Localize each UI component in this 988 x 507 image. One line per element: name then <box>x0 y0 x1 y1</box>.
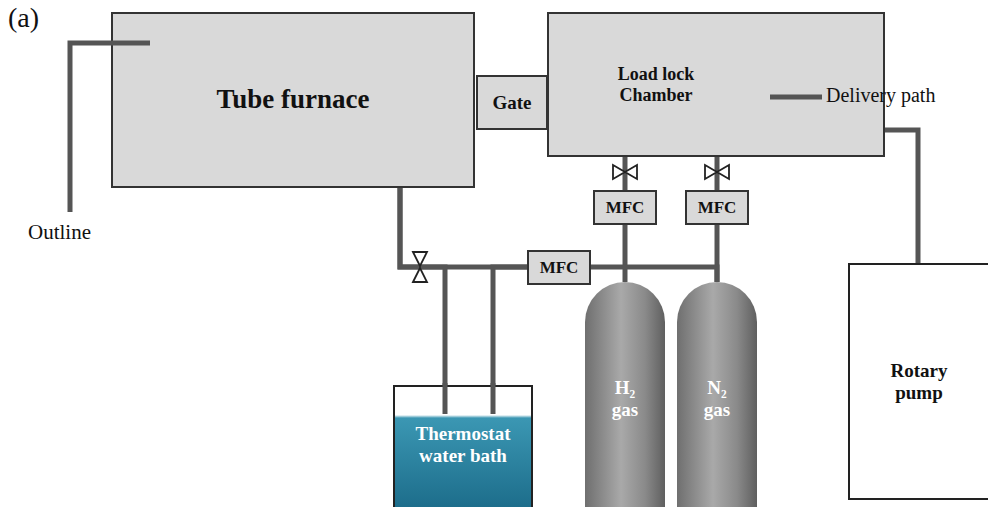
node-label: H₂ gas <box>600 377 650 421</box>
pump-box: Rotary pump <box>848 263 988 500</box>
panel-label: (a) <box>8 2 39 34</box>
node-label: Tube furnace <box>217 84 370 115</box>
delivery-label: Delivery path <box>826 84 935 107</box>
mfc-box: MFC <box>527 250 591 285</box>
node-label: MFC <box>540 258 579 278</box>
furnace-box: Tube furnace <box>111 12 475 188</box>
gas-pipe <box>623 157 628 190</box>
gas-pipe <box>715 157 720 190</box>
node-label: Load lock Chamber <box>601 64 711 105</box>
node-label: Gate <box>492 92 531 114</box>
gas-cylinder: N₂ gas <box>677 282 757 507</box>
gas-pipe <box>885 130 918 263</box>
gas-pipe <box>400 188 445 385</box>
node-label: MFC <box>698 198 737 218</box>
node-label: Rotary pump <box>874 360 964 404</box>
mfc-box: MFC <box>685 190 749 225</box>
node-label: N₂ gas <box>692 377 742 421</box>
gas-pipe <box>493 267 527 385</box>
mfc-box: MFC <box>593 190 657 225</box>
gas-pipe <box>623 225 628 282</box>
gas-pipe <box>400 188 527 267</box>
outlet-label: Outline <box>28 220 91 245</box>
node-label: Thermostat water bath <box>398 423 528 467</box>
gas-pipe <box>591 267 717 282</box>
gas-cylinder: H₂ gas <box>585 282 665 507</box>
water-bath: Thermostat water bath <box>393 385 533 507</box>
gate-box: Gate <box>476 75 548 130</box>
node-label: MFC <box>606 198 645 218</box>
